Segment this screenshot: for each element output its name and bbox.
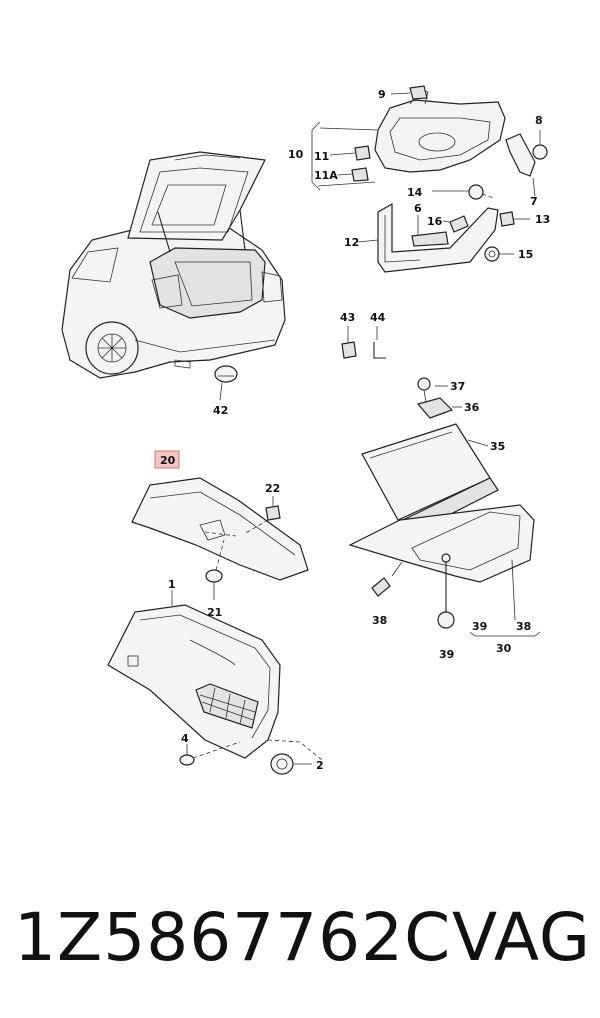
- callout-13: 13: [535, 213, 550, 226]
- callout-20: 20: [160, 454, 176, 467]
- callout-8: 8: [535, 114, 543, 127]
- parts-diagram: 9 8 10 11 11A 7 14 6 16 13 12 15 43 44 4…: [61, 85, 550, 775]
- callout-21: 21: [207, 606, 222, 619]
- callout-14: 14: [407, 186, 423, 199]
- part-number: 1Z5867762C: [14, 899, 452, 976]
- callout-44: 44: [370, 311, 386, 324]
- callout-12: 12: [344, 236, 359, 249]
- tailgate-trim-group: [311, 85, 548, 197]
- leader-lines: [329, 92, 530, 447]
- car-illustration: [61, 151, 286, 379]
- parts-36-37: [416, 377, 454, 419]
- callout-2: 2: [316, 759, 324, 772]
- part-42-grommet: [214, 365, 238, 401]
- callout-35: 35: [490, 440, 505, 453]
- caption: 1Z5867762C VAG: [0, 893, 600, 983]
- callout-38a: 38: [372, 614, 387, 627]
- luggage-cover-group: [348, 423, 541, 637]
- callout-7: 7: [530, 195, 538, 208]
- callout-16: 16: [427, 215, 443, 228]
- brand-label: VAG: [452, 899, 592, 976]
- callout-6: 6: [414, 202, 422, 215]
- callouts: 9 8 10 11 11A 7 14 6 16 13 12 15 43 44 4…: [160, 88, 550, 772]
- callout-1: 1: [168, 578, 176, 591]
- callout-15: 15: [518, 248, 533, 261]
- callout-42: 42: [213, 404, 228, 417]
- parts-43-44: [341, 326, 386, 359]
- callout-11: 11: [314, 150, 329, 163]
- part-1-side-trim: [107, 590, 323, 775]
- callout-9: 9: [378, 88, 386, 101]
- callout-39a: 39: [439, 648, 454, 661]
- callout-43: 43: [340, 311, 355, 324]
- callout-4: 4: [181, 732, 189, 745]
- callout-38b: 38: [516, 620, 531, 633]
- callout-39b: 39: [472, 620, 487, 633]
- callout-36: 36: [464, 401, 480, 414]
- callout-20-highlight: [154, 450, 180, 469]
- callout-22: 22: [265, 482, 280, 495]
- callout-30: 30: [496, 642, 512, 655]
- part-20-trim: [131, 477, 309, 600]
- callout-11a: 11A: [314, 169, 338, 182]
- lower-trim-group: [377, 184, 515, 273]
- callout-10: 10: [288, 148, 304, 161]
- callout-37: 37: [450, 380, 465, 393]
